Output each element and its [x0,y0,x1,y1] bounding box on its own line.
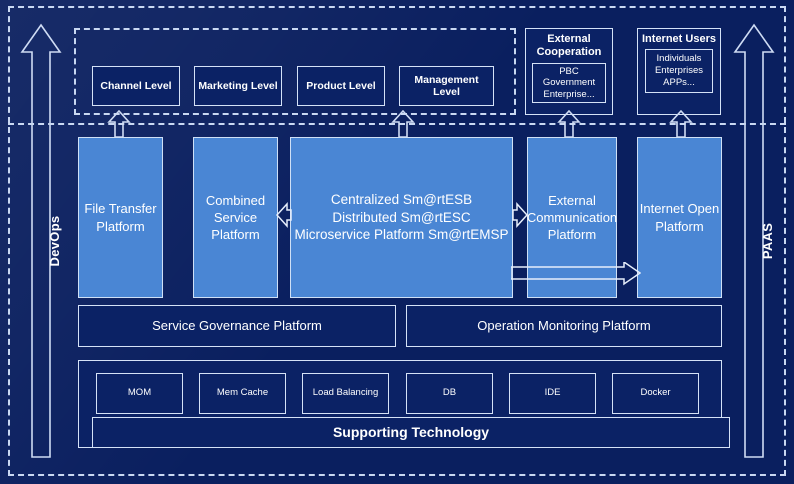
platform-internet-open[interactable]: Internet Open Platform [637,137,722,298]
supporting-technology-footer[interactable]: Supporting Technology [92,417,730,448]
up-arrow-to-channel [107,110,131,138]
devops-label-wrap: DevOps [20,216,62,267]
external-cooperation-members: PBC Government Enterprise... [532,63,606,104]
esb-line-distributed: Distributed Sm@rtESC [332,209,471,225]
governance-operation-monitoring-platform[interactable]: Operation Monitoring Platform [406,305,722,347]
tech-box-ide[interactable]: IDE [509,373,596,414]
up-arrow-to-internet-users [669,110,693,138]
level-box-management[interactable]: Management Level [399,66,494,106]
tech-label: MOM [127,387,152,399]
up-arrow-to-external-cooperation [557,110,581,138]
level-box-product[interactable]: Product Level [297,66,385,106]
level-box-marketing[interactable]: Marketing Level [194,66,282,106]
outer-dashed-frame [8,6,786,476]
level-box-channel[interactable]: Channel Level [92,66,180,106]
tech-box-mem-cache[interactable]: Mem Cache [199,373,286,414]
esb-line-microservice: Microservice Platform Sm@rtEMSP [294,227,509,243]
tech-label: IDE [544,387,561,399]
up-arrow-to-management [391,110,415,138]
governance-label: Operation Monitoring Platform [477,317,651,333]
level-label: Channel Level [100,79,172,92]
tech-box-db[interactable]: DB [406,373,493,414]
platform-external-communication[interactable]: External Communication Platform [527,137,617,298]
platform-label: Internet Open Platform [639,201,720,234]
tech-label: Mem Cache [216,387,269,399]
platform-label: Combined Service Platform [205,192,266,243]
tech-box-docker[interactable]: Docker [612,373,699,414]
governance-label: Service Governance Platform [152,317,322,333]
devops-arrow: DevOps [20,22,62,460]
supporting-technology-label: Supporting Technology [332,424,490,441]
tech-box-load-balancing[interactable]: Load Balancing [302,373,389,414]
level-label: Marketing Level [198,79,278,92]
platform-label: File Transfer Platform [84,201,157,234]
internet-users-title: Internet Users [642,33,716,45]
consumer-levels-band [74,28,516,115]
internet-users-group[interactable]: Internet Users Individuals Enterprises A… [637,28,721,115]
tech-box-mom[interactable]: MOM [96,373,183,414]
platform-file-transfer[interactable]: File Transfer Platform [78,137,163,298]
arrow-esb-to-combined-service [276,201,292,229]
paas-label-wrap: PAAS [733,223,775,259]
platform-combined-service[interactable]: Combined Service Platform [193,137,278,298]
layer-separator-dashed [8,123,786,125]
platform-esb-suite[interactable]: Centralized Sm@rtESB Distributed Sm@rtES… [290,137,513,298]
tech-label: DB [442,387,457,399]
arrow-esb-to-external-communication [512,201,528,229]
arrow-esb-to-internet-open-platform [511,262,641,288]
esb-line-centralized: Centralized Sm@rtESB [330,191,473,207]
internet-users-members: Individuals Enterprises APPs... [645,49,713,94]
platform-label: External Communication Platform [526,192,618,243]
paas-arrow: PAAS [733,22,775,460]
external-cooperation-group[interactable]: External Cooperation PBC Government Ente… [525,28,613,115]
paas-label: PAAS [760,222,775,260]
external-cooperation-title: External Cooperation [536,33,602,59]
level-label: Management Level [414,73,479,98]
devops-label: DevOps [47,215,62,267]
governance-service-governance-platform[interactable]: Service Governance Platform [78,305,396,347]
level-label: Product Level [306,79,376,92]
tech-label: Load Balancing [312,387,379,399]
tech-label: Docker [640,387,671,399]
